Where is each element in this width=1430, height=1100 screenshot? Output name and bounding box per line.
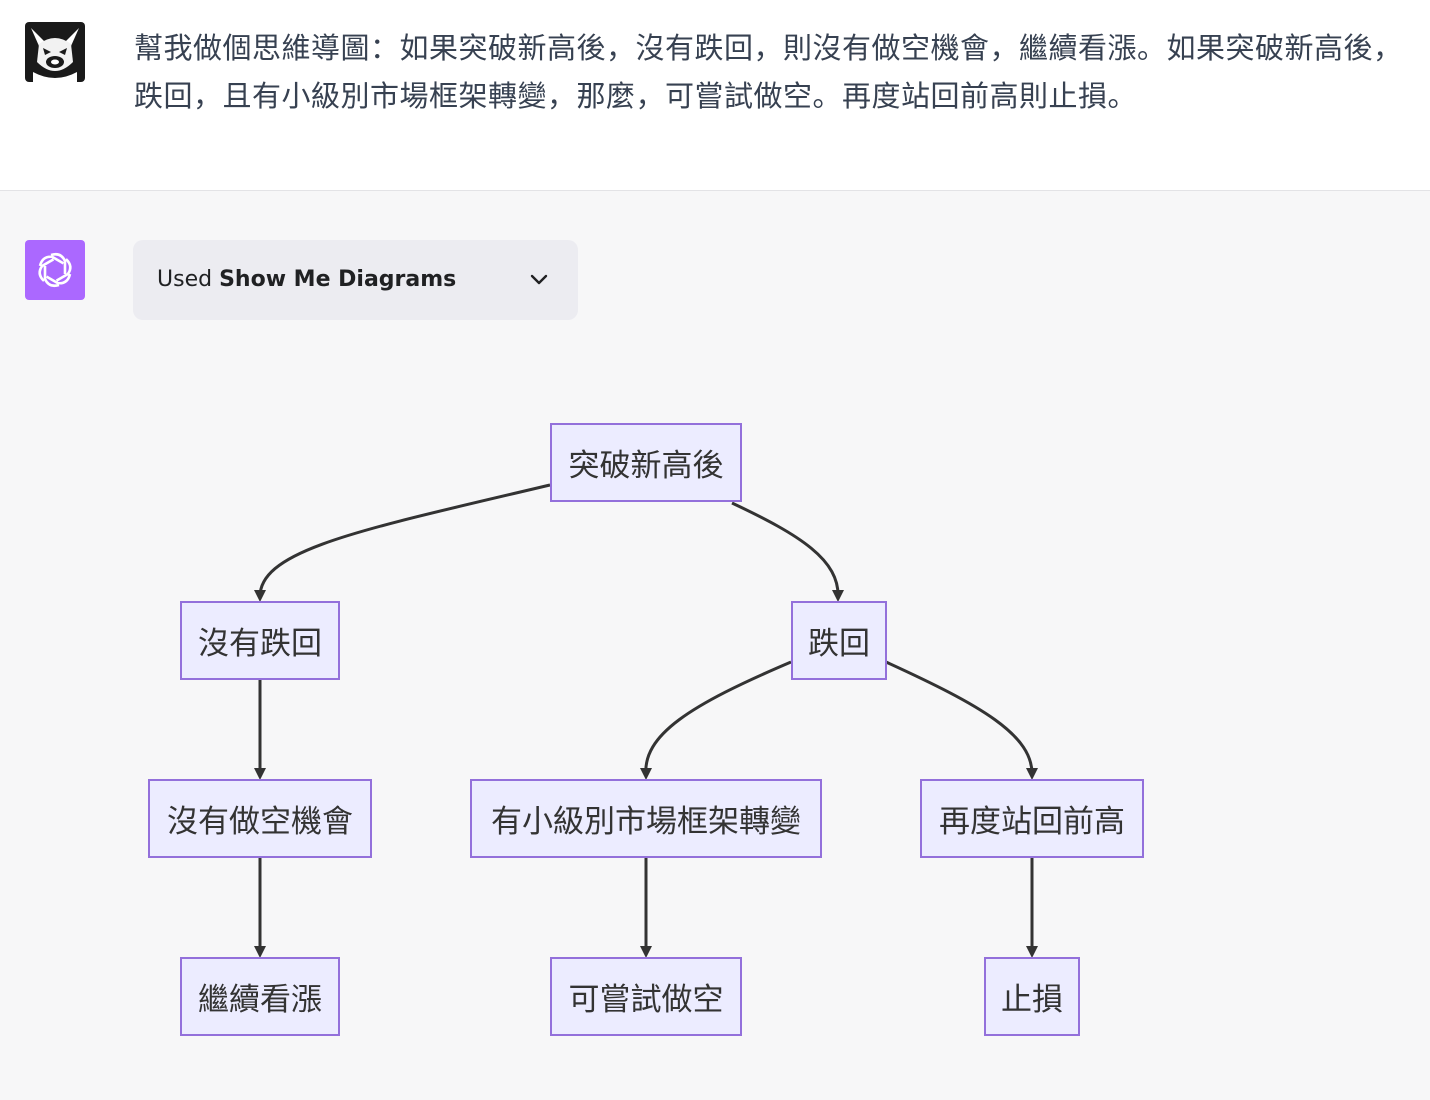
wolf-avatar-icon: [25, 22, 85, 82]
openai-logo-icon: [38, 252, 72, 288]
node-reclaim-high: 再度站回前高: [920, 779, 1144, 858]
user-avatar: [25, 22, 85, 82]
tool-usage-toggle[interactable]: Used Show Me Diagrams: [133, 240, 578, 320]
edge-pullback-to-structure-shift: [644, 660, 792, 777]
user-message-row: 幫我做個思維導圖：如果突破新高後，沒有跌回，則沒有做空機會，繼續看漲。如果突破新…: [0, 0, 1430, 191]
edge-root-to-no-pullback: [258, 483, 551, 599]
node-no-short: 沒有做空機會: [148, 779, 372, 858]
edge-root-to-pullback: [731, 501, 840, 599]
tool-usage-label: Used Show Me Diagrams: [157, 266, 456, 294]
chevron-down-icon[interactable]: [528, 270, 550, 290]
node-stay-bullish: 繼續看漲: [180, 957, 340, 1036]
node-no-pullback: 沒有跌回: [180, 601, 340, 680]
tool-prefix: Used: [157, 267, 213, 292]
edge-pullback-to-reclaim-high: [885, 660, 1034, 777]
node-try-short: 可嘗試做空: [550, 957, 742, 1036]
assistant-avatar: [25, 240, 85, 300]
node-pullback: 跌回: [791, 601, 887, 680]
tool-name: Show Me Diagrams: [219, 267, 457, 292]
node-stop-loss: 止損: [984, 957, 1080, 1036]
node-structure-shift: 有小級別市場框架轉變: [470, 779, 822, 858]
user-message-text: 幫我做個思維導圖：如果突破新高後，沒有跌回，則沒有做空機會，繼續看漲。如果突破新…: [134, 31, 1403, 113]
node-root: 突破新高後: [550, 423, 742, 502]
